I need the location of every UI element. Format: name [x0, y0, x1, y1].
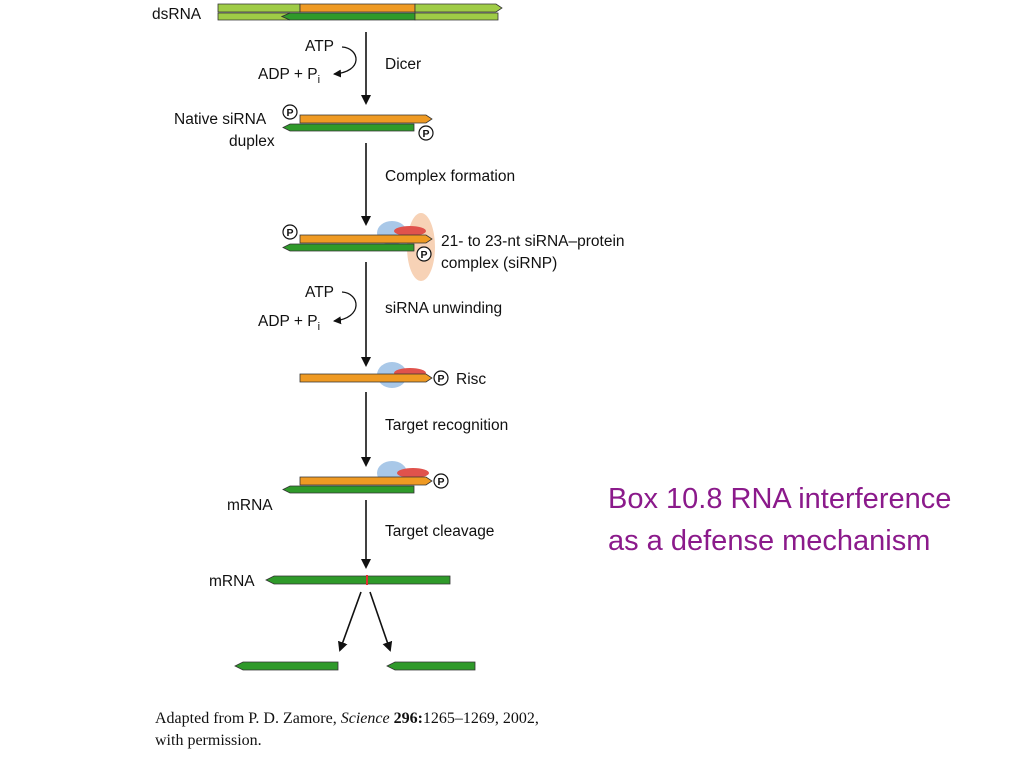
source-credit: Adapted from P. D. Zamore, Science 296:1…: [155, 708, 675, 752]
phosphate-icon: P: [433, 473, 449, 489]
dsrna-bottom-strand-left: [217, 12, 291, 21]
caption-line-2: as a defense mechanism: [608, 525, 931, 557]
phosphate-icon: P: [416, 246, 432, 262]
svg-text:P: P: [437, 373, 444, 385]
split-arrow-left: [338, 591, 362, 652]
sirnp-label-line2: complex (siRNP): [441, 255, 557, 272]
risc-orange-strand: [299, 373, 433, 383]
adp-label-1: ADP + Pi: [258, 66, 320, 86]
dsrna-bottom-strand-middle: [281, 12, 416, 21]
native-sirna-duplex: [282, 114, 433, 132]
sirnp-green-strand: [282, 243, 415, 252]
caption-line-1: Box 10.8 RNA interference: [608, 483, 952, 515]
dicer-label: Dicer: [385, 56, 421, 73]
mrna-label-2: mRNA: [209, 573, 255, 590]
sirnp-orange-strand: [299, 234, 433, 244]
cleaved-mrna-strand: [265, 575, 451, 585]
credit-prefix: Adapted from P. D. Zamore,: [155, 710, 337, 727]
mrna-fragment-left: [234, 661, 339, 671]
split-arrow-right: [369, 591, 393, 652]
target-guide-strand: [299, 476, 433, 486]
sirnp-label-line1: 21- to 23-nt siRNA–protein: [441, 233, 625, 250]
credit-line-2: with permission.: [155, 732, 262, 749]
svg-text:P: P: [437, 476, 444, 488]
atp-hydrolysis-curve-1: [333, 46, 357, 78]
svg-text:P: P: [420, 249, 427, 261]
mrna-fragment-right: [386, 661, 476, 671]
target-complex: [282, 476, 433, 494]
native-orange-strand: [299, 114, 433, 124]
dsrna-top-strand-middle: [299, 3, 416, 13]
dsrna-label: dsRNA: [152, 6, 202, 23]
target-protein-red: [397, 468, 429, 478]
sirnp-protein-red: [394, 226, 426, 236]
phosphate-icon: P: [282, 224, 298, 240]
phosphate-icon: P: [433, 370, 449, 386]
dsrna-bottom-strand-right: [414, 12, 499, 21]
atp-label-2: ATP: [305, 284, 334, 301]
complex-formation-label: Complex formation: [385, 168, 515, 185]
mrna-label-1: mRNA: [227, 497, 273, 514]
dsrna-top-strand-left: [217, 3, 301, 13]
slide-caption: Box 10.8 RNA interference as a defense m…: [608, 478, 1018, 562]
credit-journal: Science: [340, 710, 390, 727]
target-mrna-strand: [282, 485, 415, 494]
credit-line-1: Adapted from P. D. Zamore, Science 296:1…: [155, 708, 675, 730]
unwinding-label: siRNA unwinding: [385, 300, 502, 317]
svg-text:P: P: [286, 107, 293, 119]
dsrna-top-strand-right: [414, 3, 503, 13]
phosphate-icon: P: [418, 125, 434, 141]
native-green-strand: [282, 123, 415, 132]
target-cleavage-label: Target cleavage: [385, 523, 494, 540]
atp-hydrolysis-curve-2: [333, 291, 357, 325]
native-sirna-label: Native siRNA: [174, 111, 267, 128]
risc-label: Risc: [456, 371, 486, 388]
phosphate-icon: P: [282, 104, 298, 120]
sirnp-duplex: [282, 234, 433, 252]
native-duplex-label: duplex: [229, 133, 275, 150]
credit-volume: 296:: [393, 710, 423, 727]
adp-label-2: ADP + Pi: [258, 313, 320, 333]
credit-pages: 1265–1269, 2002,: [422, 710, 539, 727]
svg-text:P: P: [422, 128, 429, 140]
target-recognition-label: Target recognition: [385, 417, 508, 434]
atp-label-1: ATP: [305, 38, 334, 55]
svg-text:P: P: [286, 227, 293, 239]
dsrna-duplex: [217, 3, 503, 21]
